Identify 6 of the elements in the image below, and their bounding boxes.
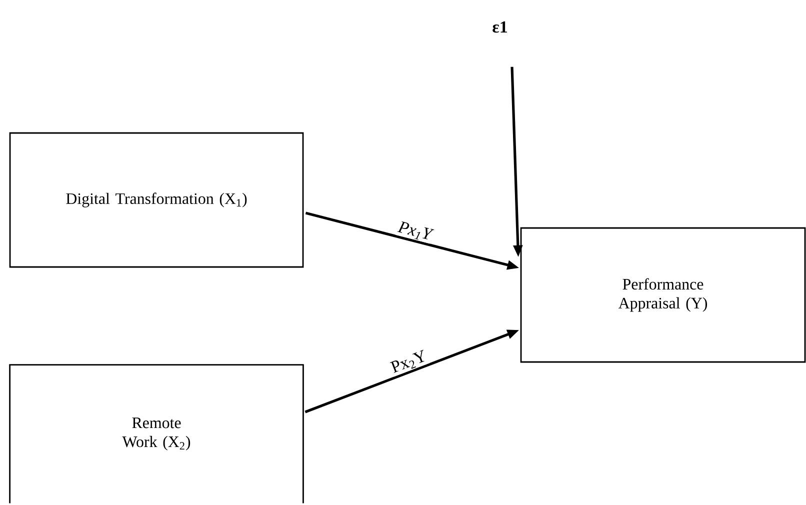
variable-label: ε1 <box>492 21 507 33</box>
edge-label: Px$_{2}$Y <box>388 348 430 377</box>
edge-label: Px$_{1}$Y <box>396 220 434 244</box>
variable-box: Performance Appraisal (Y) <box>520 227 806 363</box>
variable-box: Digital Transformation (X$_{1}$) <box>9 132 304 268</box>
variable-box: Remote Work (X$_{2}$) <box>9 364 304 504</box>
